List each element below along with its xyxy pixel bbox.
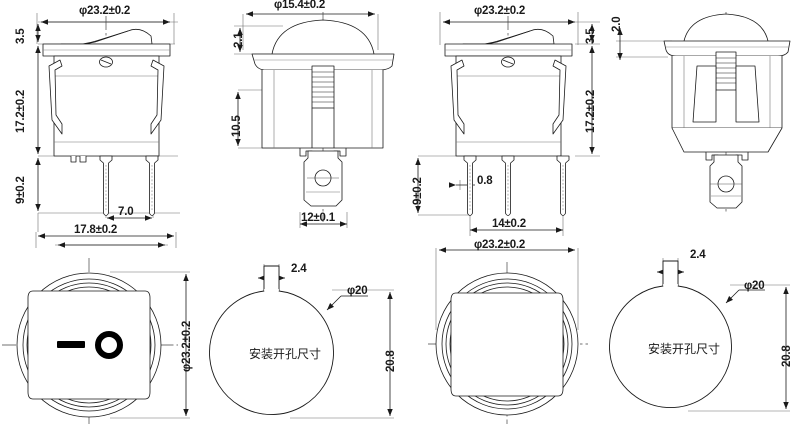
dim-label-17-2-b: 17.2±0.2 <box>585 89 597 133</box>
dim-label-14: 14±0.2 <box>492 218 526 230</box>
dim-label-2-4-a: 2.4 <box>291 263 307 275</box>
view-side-elevation-spade-geometry <box>616 12 791 212</box>
dim-label-9-a: 9±0.2 <box>15 176 27 204</box>
view-panel-cutout-left-geometry <box>209 264 394 419</box>
dim-label-dia-23-2-a: φ23.2±0.2 <box>79 5 131 17</box>
dim-label-dia-15-4: φ15.4±0.2 <box>274 0 326 11</box>
view-top-plain-geometry <box>428 247 588 424</box>
dim-label-0-8: 0.8 <box>477 175 493 187</box>
dim-label-17-2-a: 17.2±0.2 <box>15 89 27 133</box>
dim-label-9-b: 9±0.2 <box>412 177 424 205</box>
dim-label-2-4-b: 2.4 <box>690 249 706 261</box>
dim-label-17-8: 17.8±0.2 <box>74 224 118 236</box>
dim-label-20-8-a: 20.8 <box>385 350 397 372</box>
panel-cutout-note-left: 安装开孔尺寸 <box>249 347 322 361</box>
dim-label-3-5-a: 3.5 <box>15 28 27 44</box>
dim-label-2-1: 2.1 <box>233 32 245 48</box>
dim-label-dia-23-2-b: φ23.2±0.2 <box>474 5 526 17</box>
panel-cutout-note-right: 安装开孔尺寸 <box>648 342 721 356</box>
dim-label-3-5-b: 3.5 <box>585 28 597 44</box>
view-top-marked-geometry <box>2 242 190 424</box>
dim-label-20-8-b: 20.8 <box>781 345 793 367</box>
dim-label-10-5: 10.5 <box>231 115 243 137</box>
view-panel-cutout-right-geometry <box>609 258 790 412</box>
dim-label-dia-23-2-d: φ23.2±0.2 <box>474 239 526 251</box>
dim-label-dia-23-2-c: φ23.2±0.2 <box>181 320 193 372</box>
view-side-elevation-geometry <box>234 11 395 228</box>
dim-label-2-0: 2.0 <box>611 16 623 32</box>
dim-label-dia-20-b: φ20 <box>744 280 765 292</box>
dim-label-7-0: 7.0 <box>118 206 134 218</box>
rocker-io-markings <box>57 331 123 359</box>
view-front-elevation-3pin-geometry <box>415 12 600 236</box>
dim-label-dia-20-a: φ20 <box>347 285 368 297</box>
dim-label-12: 12±0.1 <box>301 212 335 224</box>
view-front-elevation-geometry <box>35 13 180 248</box>
